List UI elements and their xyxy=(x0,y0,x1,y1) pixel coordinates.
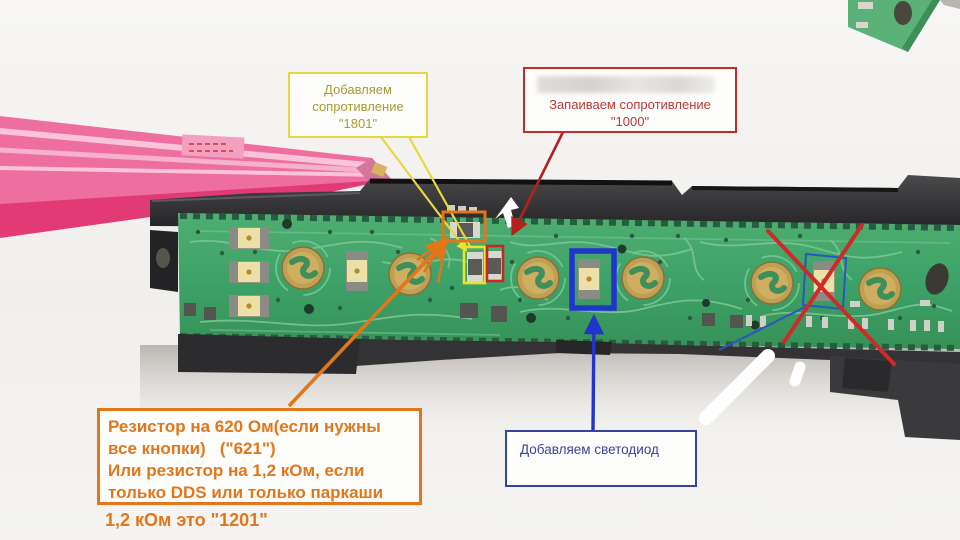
callout-orange-footnote: 1,2 кОм это "1201" xyxy=(105,510,268,530)
callout-yellow-line: "1801" xyxy=(338,116,378,131)
callout-orange-line: все кнопки) ("621") xyxy=(108,439,276,458)
callout-solder-resistor-1000: Запаиваем сопротивление "1000" xyxy=(523,67,737,133)
callout-blue-label: Добавляем светодиод xyxy=(520,442,659,457)
callout-red-line: Запаиваем сопротивление xyxy=(549,97,711,112)
kidney-hole xyxy=(925,263,949,295)
pink-ribbon-cable xyxy=(0,116,392,238)
callout-add-resistor-1801: Добавляем сопротивление "1801" xyxy=(288,72,428,138)
callout-add-led: Добавляем светодиод xyxy=(505,430,697,487)
callout-yellow-line: Добавляем xyxy=(324,82,392,97)
callout-yellow-line: сопротивление xyxy=(312,99,404,114)
callout-orange-line: Или резистор на 1,2 кОм, если xyxy=(108,461,365,480)
callout-red-line: "1000" xyxy=(610,114,650,129)
pcb-fragment-top-right xyxy=(848,0,960,52)
callout-orange-line: Резистор на 620 Ом(если нужны xyxy=(108,417,381,436)
callout-resistor-620ohm: Резистор на 620 Ом(если нужны все кнопки… xyxy=(97,408,422,505)
callout-orange-line: только DDS или только паркаши xyxy=(108,483,384,502)
erased-text-smudge xyxy=(537,76,715,93)
cable-label xyxy=(181,134,245,159)
